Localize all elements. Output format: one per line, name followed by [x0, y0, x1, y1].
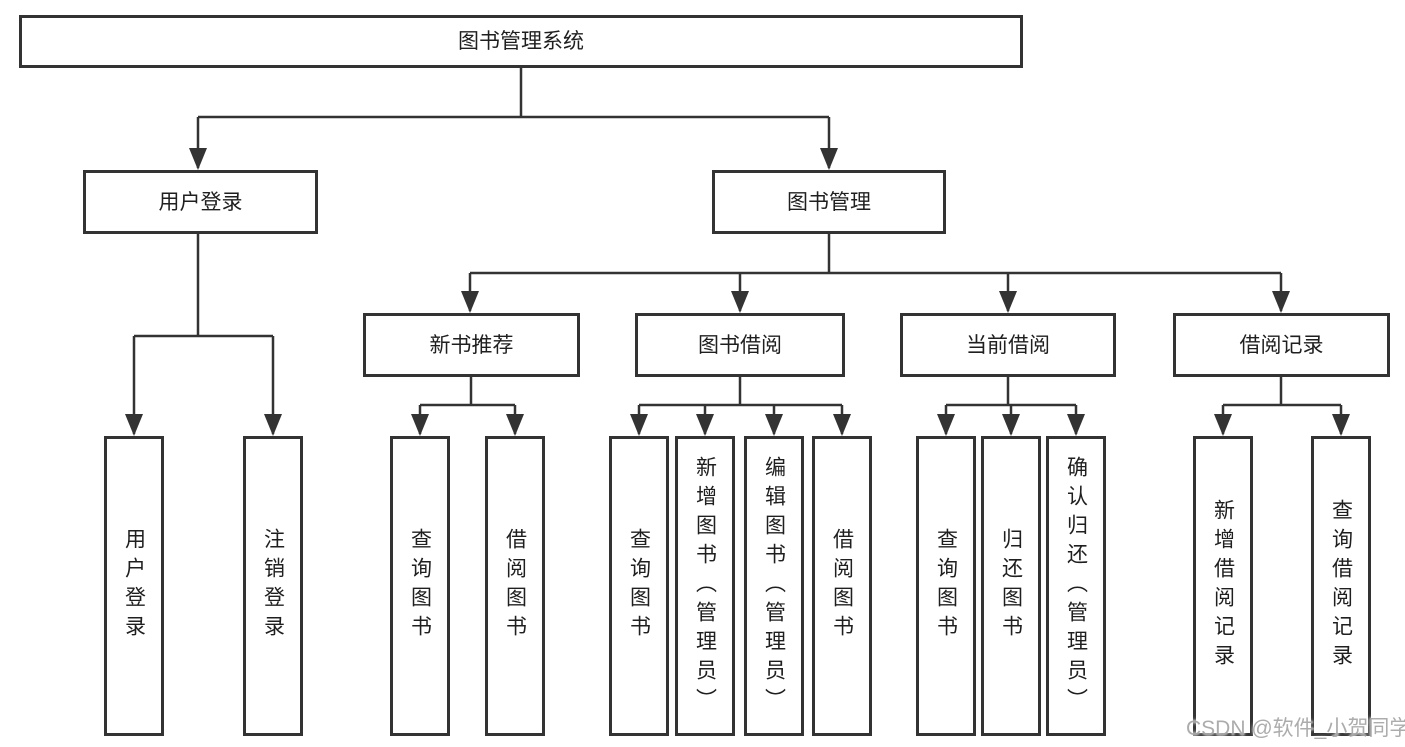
leaf-user-login: 用户登录 [104, 436, 164, 736]
csdn-watermark: CSDN @软件_小贺同学 [1186, 717, 1405, 740]
leaf-records-add-record-label: 新增借阅记录 [1211, 499, 1235, 673]
leaf-records-query-record: 查询借阅记录 [1311, 436, 1371, 736]
leaf-borrow-add-books-admin-label: 新增图书（管理员） [693, 455, 717, 717]
leaf-records-add-record: 新增借阅记录 [1193, 436, 1253, 736]
leaf-user-login-label: 用户登录 [122, 528, 146, 644]
node-new-book-recommend-label: 新书推荐 [429, 333, 514, 357]
leaf-records-query-record-label: 查询借阅记录 [1329, 499, 1353, 673]
leaf-borrow-edit-books-admin: 编辑图书（管理员） [744, 436, 804, 736]
leaf-borrow-add-books-admin: 新增图书（管理员） [675, 436, 735, 736]
leaf-current-confirm-return-admin: 确认归还（管理员） [1046, 436, 1106, 736]
node-current-borrow: 当前借阅 [900, 313, 1116, 377]
node-new-book-recommend: 新书推荐 [363, 313, 580, 377]
leaf-borrow-borrow-books: 借阅图书 [812, 436, 872, 736]
node-book-management-label: 图书管理 [787, 190, 871, 214]
leaf-recommend-borrow-books: 借阅图书 [485, 436, 545, 736]
leaf-current-return-books: 归还图书 [981, 436, 1041, 736]
node-book-management: 图书管理 [712, 170, 946, 234]
leaf-current-return-books-label: 归还图书 [999, 528, 1023, 644]
leaf-borrow-edit-books-admin-label: 编辑图书（管理员） [762, 455, 786, 717]
leaf-current-confirm-return-admin-label: 确认归还（管理员） [1064, 455, 1088, 717]
node-current-borrow-label: 当前借阅 [966, 333, 1050, 357]
leaf-borrow-query-books: 查询图书 [609, 436, 669, 736]
leaf-recommend-borrow-books-label: 借阅图书 [503, 528, 527, 644]
node-root-label: 图书管理系统 [458, 30, 584, 53]
node-book-borrow-label: 图书借阅 [698, 333, 782, 357]
leaf-current-query-books-label: 查询图书 [934, 528, 958, 644]
node-book-borrow: 图书借阅 [635, 313, 845, 377]
node-borrow-records-label: 借阅记录 [1239, 333, 1324, 357]
leaf-borrow-query-books-label: 查询图书 [627, 528, 651, 644]
connector-segments [132, 68, 1343, 434]
leaf-borrow-borrow-books-label: 借阅图书 [830, 528, 854, 644]
node-user-login: 用户登录 [83, 170, 318, 234]
leaf-current-query-books: 查询图书 [916, 436, 976, 736]
node-root: 图书管理系统 [19, 15, 1023, 68]
leaf-recommend-query-books: 查询图书 [390, 436, 450, 736]
leaf-logout: 注销登录 [243, 436, 303, 736]
node-user-login-label: 用户登录 [158, 190, 243, 214]
leaf-recommend-query-books-label: 查询图书 [408, 528, 432, 644]
leaf-logout-label: 注销登录 [261, 528, 285, 644]
node-borrow-records: 借阅记录 [1173, 313, 1390, 377]
